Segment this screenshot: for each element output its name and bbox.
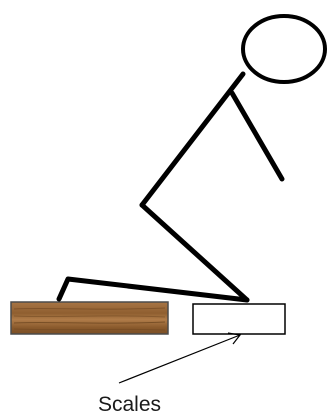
arm <box>229 90 285 182</box>
thigh <box>139 202 250 303</box>
head <box>241 14 327 84</box>
scales-label: Scales <box>98 393 162 416</box>
shin-and-foot <box>56 276 250 303</box>
wooden-plank <box>10 301 169 335</box>
stick-figure <box>56 14 327 303</box>
scales-pointer-arrow <box>118 332 242 384</box>
torso <box>139 71 246 208</box>
scales-box <box>192 303 286 335</box>
